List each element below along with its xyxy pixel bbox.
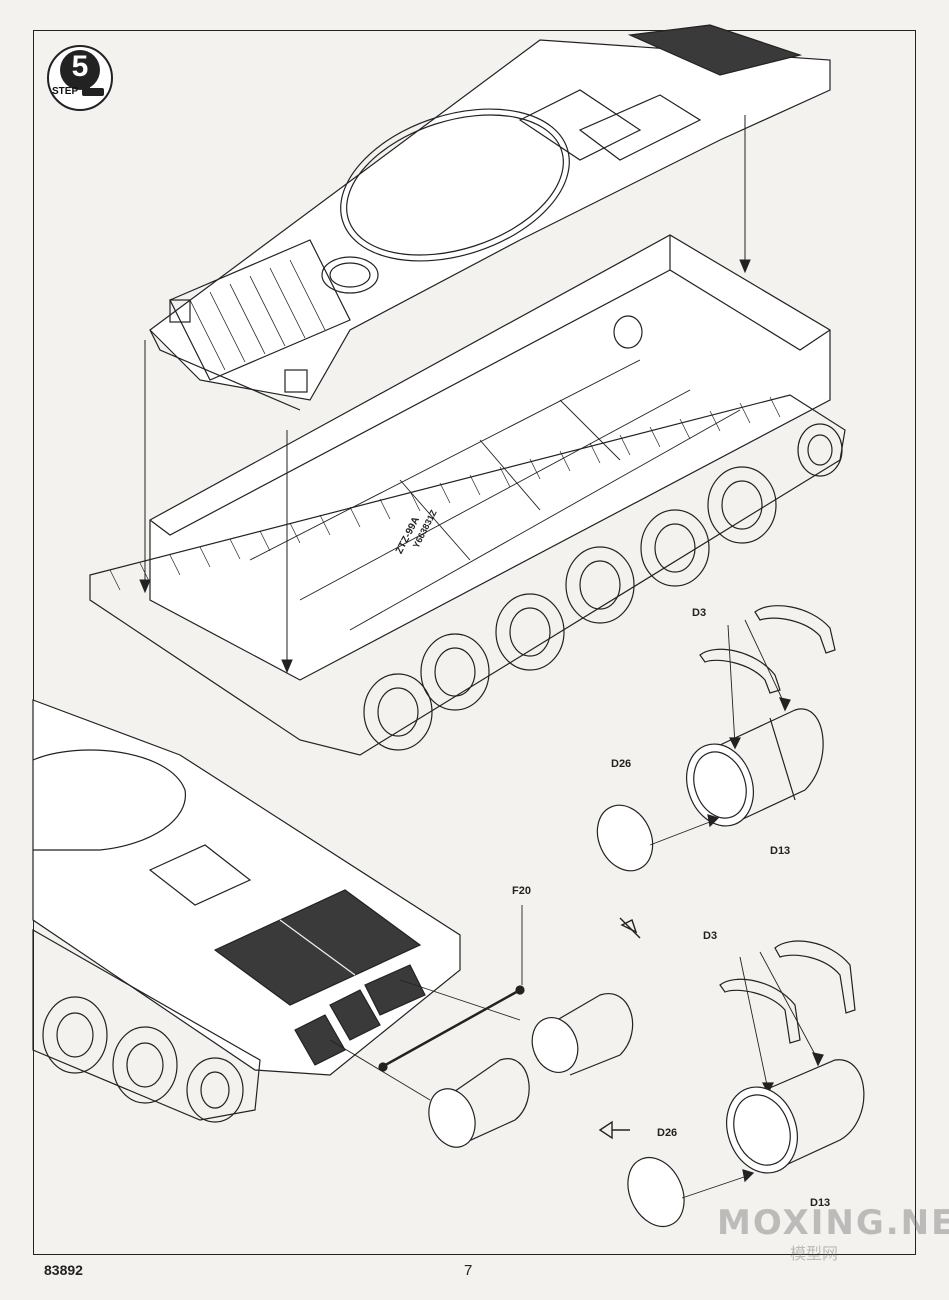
assembly-arrows-upper bbox=[139, 115, 751, 674]
page-number: 7 bbox=[464, 1262, 473, 1279]
road-wheels-upper bbox=[363, 423, 843, 751]
part-label-d26-bottom: D26 bbox=[657, 1127, 678, 1139]
part-label-d13-top: D13 bbox=[770, 845, 791, 857]
part-label-f20: F20 bbox=[512, 885, 531, 897]
step-badge: 5 STEP bbox=[46, 44, 114, 112]
drum-assembly-top bbox=[596, 605, 836, 872]
lower-rear-hull bbox=[32, 699, 461, 1076]
upper-track-left bbox=[89, 394, 846, 756]
flow-arrows bbox=[598, 917, 641, 1140]
lower-track bbox=[32, 928, 261, 1123]
part-label-d3-top: D3 bbox=[692, 607, 707, 619]
upper-hull-deck bbox=[149, 24, 831, 411]
step-circle-icon bbox=[47, 45, 113, 111]
part-label-d13-bottom: D13 bbox=[810, 1197, 831, 1209]
part-label-d3-bottom: D3 bbox=[703, 930, 718, 942]
watermark-subtext: 模型网 bbox=[790, 1246, 839, 1263]
product-code: 83892 bbox=[44, 1262, 83, 1278]
part-label-d26-top: D26 bbox=[611, 758, 632, 770]
page-frame bbox=[33, 30, 916, 1255]
drum-assembly-bottom bbox=[627, 940, 865, 1228]
step-number: 5 bbox=[71, 50, 89, 83]
lower-hull-tub bbox=[149, 234, 831, 681]
step-word: STEP bbox=[52, 86, 79, 97]
watermark-text: MOXING.NET bbox=[717, 1203, 949, 1243]
lower-hull-drums bbox=[329, 979, 634, 1148]
f20-rail bbox=[378, 905, 525, 1072]
